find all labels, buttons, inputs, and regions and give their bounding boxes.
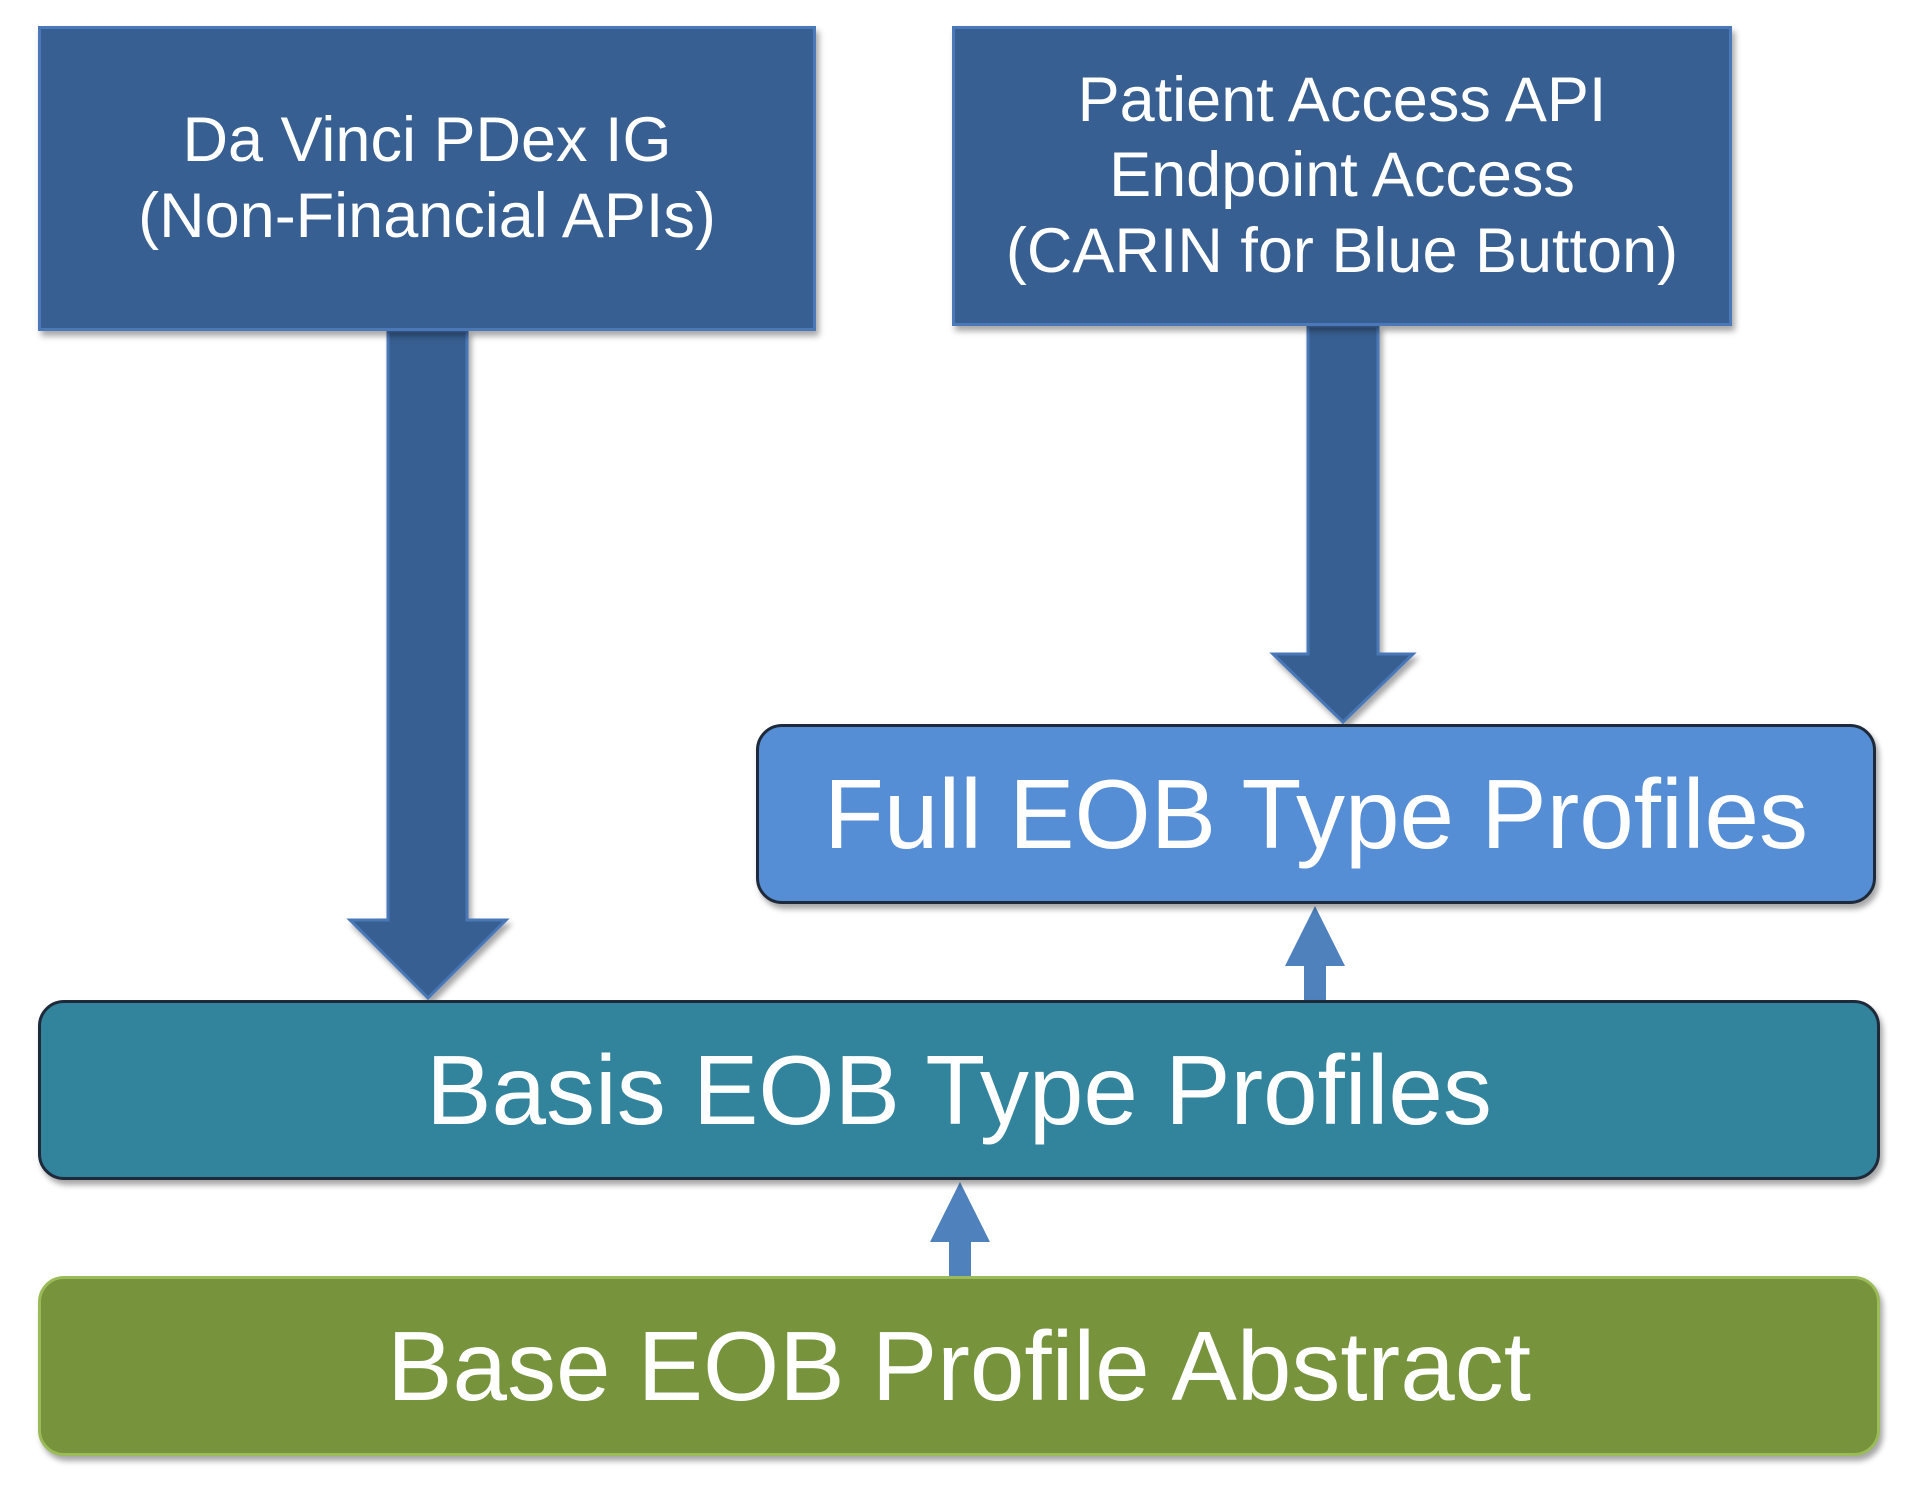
patient-endpoint-line: Endpoint Access [1109, 140, 1575, 211]
basis-to-full-arrow [1285, 906, 1345, 1000]
davinci-pdex-box: Da Vinci PDex IG (Non-Financial APIs) [38, 26, 816, 331]
basis-eob-type-profiles-box: Basis EOB Type Profiles [38, 1000, 1880, 1180]
patient-access-api-box: Patient Access API Endpoint Access (CARI… [952, 26, 1732, 326]
basis-eob-label: Basis EOB Type Profiles [426, 1035, 1492, 1145]
full-eob-type-profiles-box: Full EOB Type Profiles [756, 724, 1876, 904]
davinci-to-basis-arrow [346, 329, 510, 1001]
base-eob-profile-abstract-box: Base EOB Profile Abstract [38, 1276, 1880, 1456]
base-to-basis-arrow [930, 1182, 990, 1276]
davinci-subtitle-line: (Non-Financial APIs) [138, 180, 716, 251]
base-eob-label: Base EOB Profile Abstract [387, 1311, 1531, 1421]
full-eob-label: Full EOB Type Profiles [823, 759, 1809, 869]
davinci-title-line: Da Vinci PDex IG [182, 104, 672, 175]
patient-to-full-arrow [1269, 324, 1417, 725]
patient-carin-line: (CARIN for Blue Button) [1005, 215, 1679, 286]
patient-title-line: Patient Access API [1077, 64, 1607, 135]
